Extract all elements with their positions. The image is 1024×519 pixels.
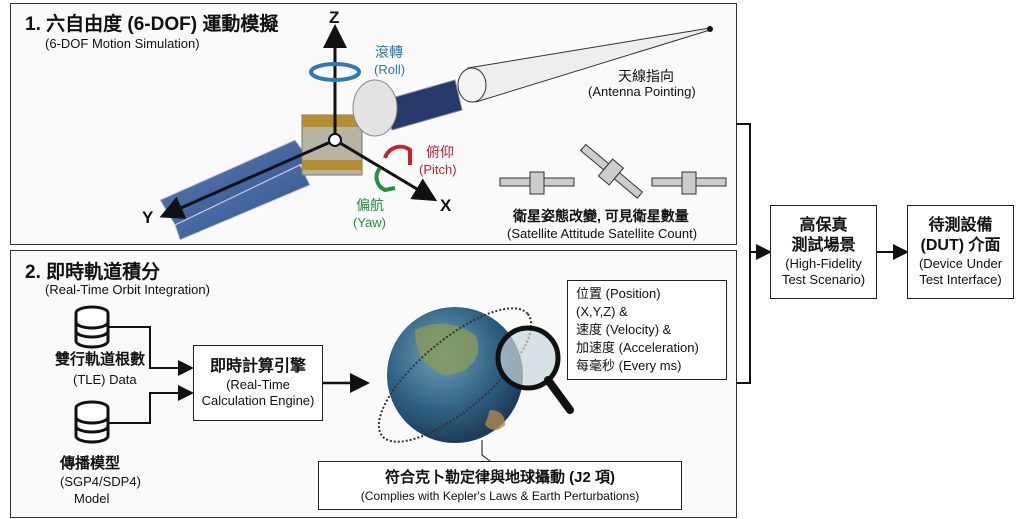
outputs-box: 位置 (Position) (X,Y,Z) & 速度 (Velocity) & … <box>567 280 727 380</box>
tle-label-en: (TLE) Data <box>73 372 137 387</box>
attitude-label: 衛星姿態改變, 可見衛星數量 <box>513 208 689 224</box>
satellite-illustration <box>159 79 463 241</box>
panel2-title: 2. 即時軌道積分 <box>25 262 161 283</box>
output-acceleration: 加速度 (Acceleration) <box>576 340 699 355</box>
roll-arrow-icon <box>309 62 361 82</box>
roll-label: 滾轉 <box>375 44 403 60</box>
x-axis-label: X <box>440 196 452 215</box>
panel2-subtitle: (Real-Time Orbit Integration) <box>45 282 210 297</box>
kepler-label: 符合克卜勒定律與地球攝動 (J2 項) <box>384 468 615 486</box>
pitch-label-en: (Pitch) <box>419 162 457 177</box>
engine-label-en1: (Real-Time <box>226 377 290 392</box>
tle-database-icon <box>74 305 110 349</box>
kepler-label-en: (Complies with Kepler's Laws & Earth Per… <box>360 488 640 503</box>
yaw-arrow-icon <box>374 166 396 193</box>
yaw-label-en: (Yaw) <box>353 215 386 230</box>
z-axis-label: Z <box>329 8 340 27</box>
antenna-beam-icon <box>457 26 713 103</box>
output-velocity: 速度 (Velocity) & <box>576 322 672 337</box>
magnifier-icon <box>495 325 574 414</box>
earth-globe-icon <box>377 307 533 443</box>
scenario-label1: 高保真 <box>799 217 848 234</box>
output-xyz: (X,Y,Z) & <box>576 304 628 319</box>
model-label-en2: Model <box>74 491 110 506</box>
panel1-title: 1. 六自由度 (6-DOF) 運動模擬 <box>25 14 279 35</box>
output-position: 位置 (Position) <box>576 286 661 301</box>
tle-label: 雙行軌道根數 <box>55 351 146 368</box>
roll-label-en: (Roll) <box>374 62 406 77</box>
scenario-label2: 測試場景 <box>791 237 856 254</box>
dut-label-en1: (Device Under <box>918 256 1003 271</box>
model-label-en1: (SGP4/SDP4) <box>60 474 141 489</box>
x-axis <box>334 138 438 202</box>
pitch-arrow-icon <box>383 144 412 165</box>
engine-label-en2: Calculation Engine) <box>201 393 315 408</box>
pitch-label: 俯仰 <box>426 144 454 160</box>
kepler-box: 符合克卜勒定律與地球攝動 (J2 項) (Complies with Keple… <box>318 461 682 510</box>
dut-label1: 待測設備 <box>928 217 993 234</box>
scenario-box: 高保真 測試場景 (High-Fidelity Test Scenario) <box>770 205 877 299</box>
attitude-label-en: (Satellite Attitude Satellite Count) <box>507 226 698 241</box>
antenna-label: 天線指向 <box>618 68 674 84</box>
yaw-label: 偏航 <box>356 197 384 213</box>
dut-box: 待測設備 (DUT) 介面 (Device Under Test Interfa… <box>907 205 1014 299</box>
calculation-engine-box: 即時計算引擎 (Real-Time Calculation Engine) <box>193 345 323 421</box>
dut-label-en2: Test Interface) <box>919 272 1002 287</box>
panel1-subtitle: (6-DOF Motion Simulation) <box>45 36 200 51</box>
scenario-label-en2: Test Scenario) <box>781 272 866 287</box>
model-label: 傳播模型 <box>60 455 121 472</box>
scenario-label-en1: (High-Fidelity <box>785 256 862 271</box>
y-axis-label: Y <box>142 208 154 227</box>
attitude-satellites-icon <box>499 143 727 199</box>
dut-label2: (DUT) 介面 <box>920 237 1001 254</box>
model-database-icon <box>74 400 110 444</box>
antenna-label-en: (Antenna Pointing) <box>588 84 696 99</box>
output-every-ms: 每毫秒 (Every ms) <box>576 358 682 373</box>
engine-label: 即時計算引擎 <box>209 358 306 375</box>
y-axis <box>159 138 336 219</box>
